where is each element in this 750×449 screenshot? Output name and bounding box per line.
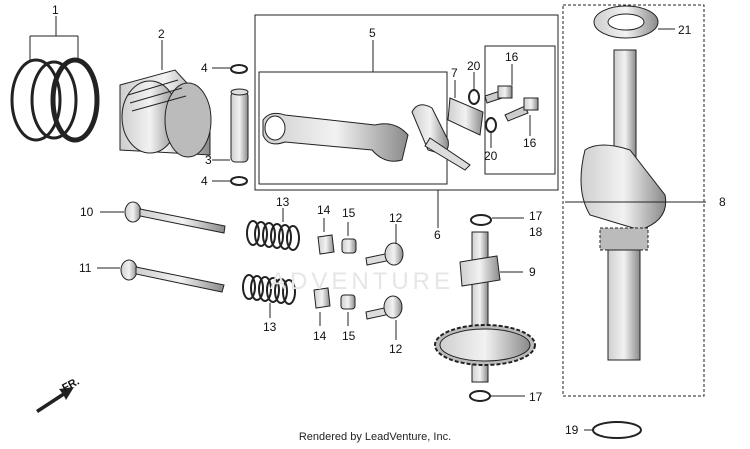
tappet-upper bbox=[365, 242, 404, 266]
washer-upper bbox=[468, 89, 480, 105]
callout-16-lower: 16 bbox=[523, 136, 537, 150]
rod-bolt-lower bbox=[504, 97, 539, 122]
group-box-5 bbox=[258, 71, 448, 185]
collar-lower bbox=[340, 294, 356, 310]
piston bbox=[119, 69, 212, 158]
callout-14-lower: 14 bbox=[313, 329, 327, 343]
callout-18: 18 bbox=[529, 225, 543, 239]
washer-cam-bottom bbox=[469, 390, 491, 402]
callout-4-upper: 4 bbox=[201, 61, 208, 75]
rod-bolt-upper bbox=[484, 85, 513, 104]
valve-intake bbox=[120, 259, 225, 293]
retainer-lower bbox=[313, 287, 331, 309]
retainer-upper bbox=[317, 234, 335, 255]
direction-arrow-icon bbox=[36, 387, 74, 413]
collar-upper bbox=[341, 238, 357, 254]
callout-5: 5 bbox=[369, 26, 376, 40]
callout-4-lower: 4 bbox=[201, 174, 208, 188]
callout-19: 19 bbox=[565, 423, 579, 437]
valve-spring-upper bbox=[246, 220, 300, 251]
washer-lower bbox=[485, 117, 497, 133]
leader-lines bbox=[29, 16, 706, 431]
callout-13-upper: 13 bbox=[276, 195, 290, 209]
callout-9: 9 bbox=[529, 265, 536, 279]
callout-8: 8 bbox=[719, 195, 726, 209]
callout-15-lower: 15 bbox=[342, 329, 356, 343]
watermark: ADVENTURE bbox=[270, 268, 455, 295]
connecting-rod bbox=[262, 112, 409, 162]
callout-20-upper: 20 bbox=[467, 59, 481, 73]
tappet-lower bbox=[365, 295, 403, 320]
valve-spring-lower bbox=[242, 274, 296, 305]
bearing bbox=[593, 5, 659, 39]
callout-16-upper: 16 bbox=[505, 50, 519, 64]
callout-21: 21 bbox=[678, 23, 692, 37]
washer-cam-top bbox=[470, 214, 492, 226]
callout-17-upper: 17 bbox=[529, 209, 543, 223]
callout-15-upper: 15 bbox=[342, 206, 356, 220]
group-box-20 bbox=[484, 45, 556, 175]
callout-12-lower: 12 bbox=[389, 342, 403, 356]
callout-13-lower: 13 bbox=[263, 320, 277, 334]
callout-14-upper: 14 bbox=[317, 203, 331, 217]
clip-lower bbox=[230, 176, 248, 186]
callout-11: 11 bbox=[79, 261, 92, 275]
footer-credit: Rendered by LeadVenture, Inc. bbox=[298, 431, 452, 443]
callout-10: 10 bbox=[80, 205, 94, 219]
rod-cap bbox=[411, 104, 471, 171]
callout-17-lower: 17 bbox=[529, 390, 543, 404]
camshaft bbox=[434, 231, 536, 383]
callout-1: 1 bbox=[52, 3, 59, 17]
callout-2: 2 bbox=[158, 27, 165, 41]
piston-rings bbox=[10, 57, 100, 143]
callout-3: 3 bbox=[205, 153, 212, 167]
group-box-6 bbox=[254, 14, 559, 191]
group-box-8 bbox=[562, 4, 705, 397]
clip-upper bbox=[230, 64, 248, 74]
piston-pin bbox=[230, 88, 249, 163]
crankshaft bbox=[580, 49, 667, 361]
valve-exhaust bbox=[124, 201, 226, 234]
callout-12-upper: 12 bbox=[389, 211, 403, 225]
callout-7: 7 bbox=[451, 66, 458, 80]
lock-plate bbox=[447, 97, 484, 136]
callout-20-lower: 20 bbox=[484, 149, 498, 163]
callout-6: 6 bbox=[434, 228, 441, 242]
